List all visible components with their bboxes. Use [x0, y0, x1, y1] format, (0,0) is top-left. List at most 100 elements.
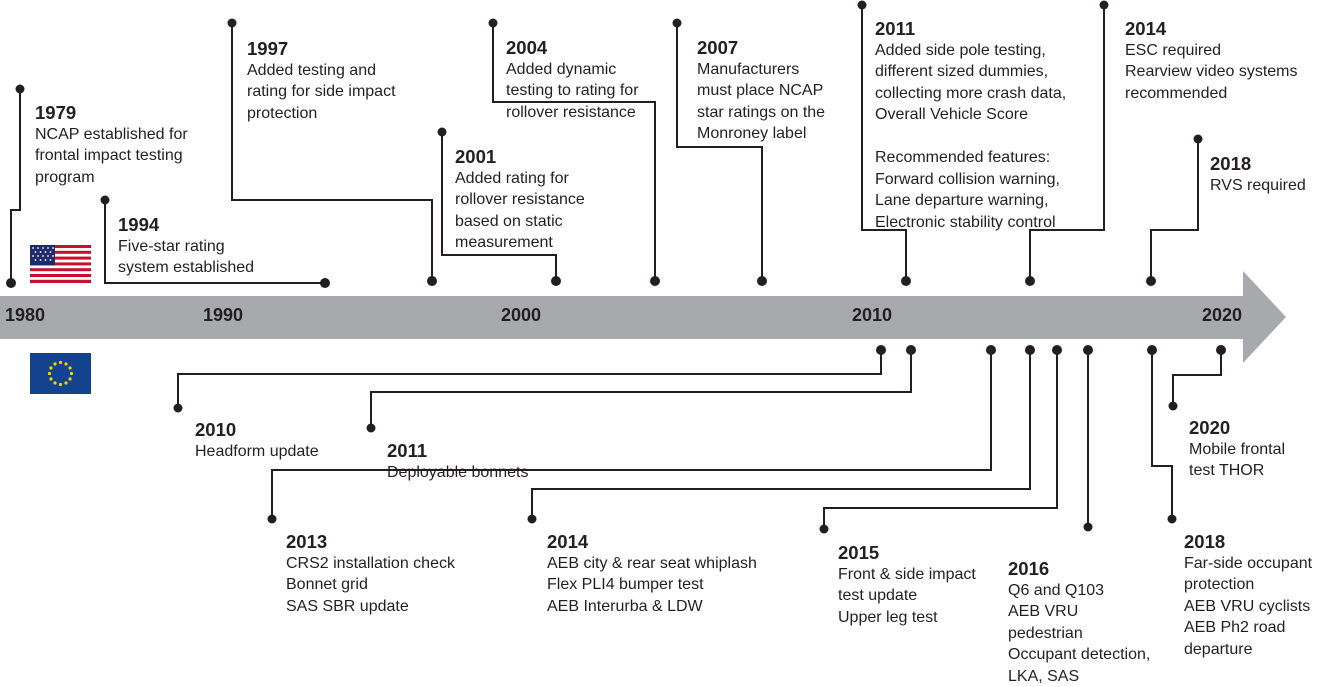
us-connector-2004	[492, 23, 656, 281]
us-event-year: 2001	[455, 145, 497, 167]
us-label-dot-2007	[672, 18, 682, 28]
eu-label-dot-2020	[1168, 401, 1178, 411]
eu-label-dot-2013	[267, 514, 277, 524]
eu-axis-dot-2010	[876, 345, 886, 355]
eu-axis-dot-2015	[1052, 345, 1062, 355]
us-label-dot-2001	[437, 127, 447, 137]
eu-label-dot-2018	[1167, 514, 1177, 524]
us-axis-dot-2007	[757, 276, 767, 286]
us-axis-dot-2001	[551, 276, 561, 286]
eu-event-text: Headform update	[195, 442, 319, 460]
us-event-year: 1979	[35, 101, 77, 123]
eu-flag-star	[47, 371, 52, 376]
us-label-dot-2014	[1099, 0, 1109, 10]
us-connector-1979	[10, 89, 21, 283]
eu-connector-2013	[271, 350, 992, 519]
us-connector-1994	[104, 200, 325, 284]
us-connector-2018	[1150, 139, 1199, 281]
us-connector-2014	[1029, 5, 1105, 281]
eu-event-text: Front & side impact test update Upper le…	[838, 565, 976, 626]
us-label-dot-2018	[1193, 134, 1203, 144]
us-flag	[30, 245, 91, 283]
us-label-dot-2004	[488, 18, 498, 28]
us-axis-dot-1997	[427, 276, 437, 286]
us-event-year: 1997	[247, 37, 289, 59]
eu-label-dot-2014	[527, 514, 537, 524]
eu-event-text: AEB city & rear seat whiplash Flex PLI4 …	[547, 554, 757, 615]
eu-connector-2018	[1151, 350, 1173, 519]
eu-connector-2020	[1172, 350, 1222, 406]
eu-connector-2015	[823, 350, 1058, 529]
timeline-axis-arrow	[0, 271, 1286, 363]
us-connector-2011	[861, 5, 907, 281]
us-label-dot-1979	[15, 84, 25, 94]
eu-flag-star	[49, 377, 53, 381]
eu-event-year: 2011	[387, 439, 428, 461]
eu-connector-2014	[531, 350, 1031, 519]
us-label-dot-1994	[100, 195, 110, 205]
eu-flag-star	[68, 377, 72, 381]
eu-flag-star	[53, 362, 57, 366]
eu-axis-dot-2018	[1147, 345, 1157, 355]
eu-flag-star	[53, 381, 57, 385]
us-label-dot-1997	[227, 18, 237, 28]
us-event-text: Added dynamic testing to rating for roll…	[506, 60, 639, 121]
us-event-text: ESC required Rearview video systems reco…	[1125, 41, 1298, 102]
eu-flag-star	[64, 381, 68, 385]
us-label-dot-2011	[857, 0, 867, 10]
eu-event-year: 2018	[1184, 530, 1226, 552]
eu-connector-2010	[177, 350, 882, 408]
eu-flag-star	[58, 382, 63, 387]
eu-event-year: 2010	[195, 418, 237, 440]
us-event-year: 2018	[1210, 152, 1252, 174]
eu-event-year: 2016	[1008, 557, 1050, 579]
us-event-text: Manufacturers must place NCAP star ratin…	[697, 60, 826, 143]
us-event-text: Five-star rating system established	[118, 237, 255, 277]
eu-label-dot-2015	[819, 524, 829, 534]
eu-event-year: 2015	[838, 541, 880, 563]
eu-connector-2011	[370, 350, 912, 428]
us-connector-2001	[441, 132, 557, 281]
us-event-year: 2004	[506, 36, 548, 58]
eu-event-year: 2020	[1189, 416, 1231, 438]
us-event-text: RVS required	[1210, 176, 1306, 194]
eu-flag-star	[69, 371, 74, 376]
axis-label-1980: 1980	[5, 305, 46, 325]
us-event-year: 2011	[875, 17, 916, 39]
eu-event-year: 2013	[286, 530, 328, 552]
us-axis-dot-1994	[320, 278, 330, 288]
eu-event-text: Far-side occupant protection AEB VRU cyc…	[1184, 554, 1313, 658]
timeline-connectors	[0, 0, 1286, 534]
eu-event-text: Deployable bonnets	[387, 463, 529, 481]
us-axis-dot-2011	[901, 276, 911, 286]
axis-label-2010: 2010	[852, 305, 893, 325]
eu-axis-dot-2011	[906, 345, 916, 355]
eu-axis-dot-2016	[1083, 345, 1093, 355]
eu-event-text: Q6 and Q103 AEB VRU pedestrian Occupant …	[1008, 581, 1151, 685]
axis-label-2020: 2020	[1202, 305, 1243, 325]
eu-flag-star	[49, 366, 53, 370]
eu-flag-star	[58, 360, 63, 365]
us-axis-dot-2004	[650, 276, 660, 286]
eu-flag-star	[64, 362, 68, 366]
us-event-text: Added side pole testing, different sized…	[875, 41, 1067, 231]
us-event-year: 1994	[118, 213, 160, 235]
axis-label-1990: 1990	[203, 305, 244, 325]
eu-flag	[30, 353, 91, 394]
eu-event-year: 2014	[547, 530, 589, 552]
us-connector-2007	[676, 23, 763, 281]
eu-event-text: CRS2 installation check Bonnet grid SAS …	[286, 554, 455, 615]
eu-label-dot-2011	[366, 423, 376, 433]
